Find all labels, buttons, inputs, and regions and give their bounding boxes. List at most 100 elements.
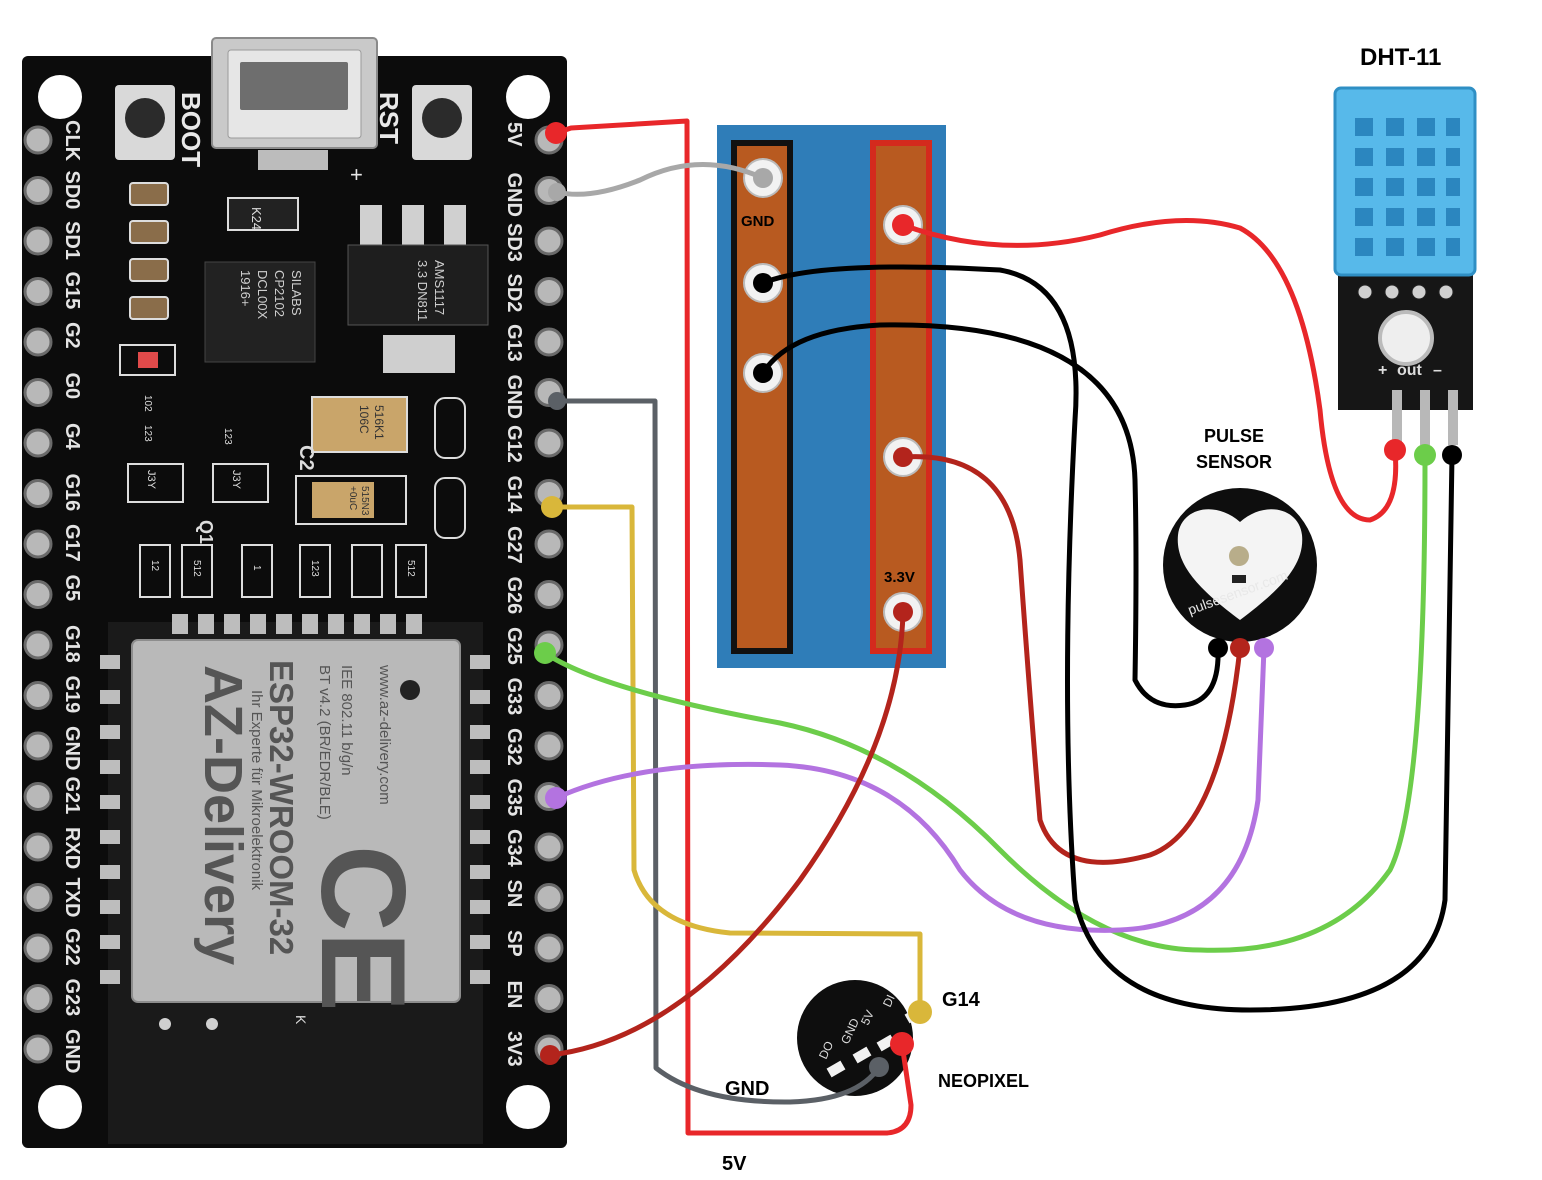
right-pin-label: G12 bbox=[503, 425, 525, 463]
left-pin-header: CLKSD0SD1G15G2G0G4G16G17G5G18G19GNDG21RX… bbox=[23, 120, 83, 1073]
wire-5v bbox=[553, 118, 914, 1136]
left-pin-label: SD1 bbox=[61, 221, 83, 260]
left-pin-hole bbox=[23, 277, 53, 306]
mount-hole bbox=[38, 75, 82, 119]
right-pin-hole bbox=[534, 277, 564, 306]
wire-g14 bbox=[549, 504, 923, 1013]
right-pin-hole bbox=[534, 529, 564, 559]
breadboard-gnd-label: GND bbox=[741, 213, 775, 230]
right-pin-label: G26 bbox=[503, 577, 525, 615]
neopixel-gnd-label: GND bbox=[725, 1078, 769, 1100]
neopixel-pin-5v: 5V bbox=[858, 1008, 877, 1027]
right-pin-label: SN bbox=[503, 880, 525, 908]
chip-usb-line2: CP2102 bbox=[272, 270, 287, 317]
r123b-label: 123 bbox=[222, 428, 233, 445]
usb-uart-chip bbox=[204, 261, 316, 363]
left-pin-label: CLK bbox=[61, 120, 83, 162]
neopixel-title: NEOPIXEL bbox=[938, 1071, 1029, 1091]
neopixel: DI 5V GND DO NEOPIXEL G14 GND 5V bbox=[722, 980, 1029, 1175]
left-pin-label: G19 bbox=[61, 676, 83, 714]
right-pin-label: G32 bbox=[503, 728, 525, 766]
j3y-2 bbox=[212, 463, 269, 503]
wire-3v3-pulse bbox=[900, 454, 1243, 865]
left-pin-label: G4 bbox=[61, 423, 83, 451]
module-name: ESP32-WROOM-32 bbox=[263, 660, 300, 955]
right-pin-hole bbox=[534, 933, 564, 963]
breadboard-3v3-label: 3.3V bbox=[884, 569, 915, 586]
chip-usb-line3: DCL00X bbox=[255, 270, 270, 319]
pulse-title-1: PULSE bbox=[1204, 426, 1264, 446]
neopixel-5v-label: 5V bbox=[722, 1153, 747, 1175]
left-pin-hole bbox=[23, 681, 53, 710]
left-pin-hole bbox=[23, 731, 53, 761]
right-pin-label: GND bbox=[503, 173, 525, 217]
right-pin-label: SD3 bbox=[503, 223, 525, 262]
cap-2 bbox=[295, 475, 407, 525]
mount-hole bbox=[506, 1085, 550, 1129]
left-pin-label: G16 bbox=[61, 474, 83, 512]
module-line3: www.az-delivery.com bbox=[376, 664, 393, 805]
cap2-line1: 515N3 bbox=[359, 486, 370, 516]
left-pin-hole bbox=[23, 529, 53, 559]
breadboard: GND 3.3V bbox=[717, 125, 946, 668]
left-pin-label: G18 bbox=[61, 625, 83, 663]
right-pin-hole bbox=[534, 883, 564, 912]
right-pin-label: GND bbox=[503, 375, 525, 419]
boot-label: BOOT bbox=[176, 92, 206, 167]
r102-label: 102 bbox=[142, 395, 153, 412]
r512b-label: 512 bbox=[405, 560, 416, 577]
j3y-1 bbox=[127, 463, 184, 503]
dht11-sensor: + out – DHT-11 bbox=[1333, 44, 1477, 445]
left-pin-label: G5 bbox=[61, 575, 83, 602]
left-pin-label: G0 bbox=[61, 373, 83, 400]
left-pin-label: GND bbox=[61, 1029, 83, 1073]
left-pin-hole bbox=[23, 832, 53, 862]
chip-usb-line4: 1916+ bbox=[238, 270, 253, 307]
c2-label: C2 bbox=[295, 445, 317, 471]
left-pin-hole bbox=[23, 933, 53, 963]
wire-gnd-neopixel bbox=[554, 398, 882, 1105]
pulse-title-2: SENSOR bbox=[1196, 452, 1272, 472]
left-pin-hole bbox=[23, 176, 53, 205]
dht-pin-out: out bbox=[1397, 362, 1423, 379]
dht-grille bbox=[1355, 118, 1460, 256]
left-pin-label: G23 bbox=[61, 979, 83, 1017]
j3y2-label: J3Y bbox=[230, 470, 242, 490]
right-pin-label: SD2 bbox=[503, 274, 525, 313]
r123a-label: 123 bbox=[142, 425, 153, 442]
module-brand-sub: Ihr Experte für Mikroelektronik bbox=[248, 690, 265, 891]
right-pin-hole bbox=[534, 226, 564, 256]
left-pin-label: G17 bbox=[61, 524, 83, 562]
dht-header-pads bbox=[1357, 284, 1454, 300]
neopixel-pin-di: DI bbox=[880, 992, 898, 1009]
cap-1 bbox=[311, 396, 408, 453]
right-pin-hole bbox=[534, 984, 564, 1013]
left-pin-label: RXD bbox=[61, 827, 83, 869]
left-pin-hole bbox=[23, 984, 53, 1013]
cap-3 bbox=[434, 397, 466, 459]
left-pin-hole bbox=[23, 782, 53, 811]
left-pin-hole bbox=[23, 630, 53, 660]
mount-hole bbox=[38, 1085, 82, 1129]
left-pin-label: G15 bbox=[61, 272, 83, 310]
mount-hole bbox=[506, 75, 550, 119]
ce-mark: CE bbox=[296, 845, 430, 1012]
cap-4 bbox=[434, 477, 466, 539]
right-pin-hole bbox=[534, 832, 564, 862]
wire-g35 bbox=[553, 645, 1267, 933]
r12-label: 12 bbox=[149, 560, 160, 572]
left-pin-label: G2 bbox=[61, 322, 83, 349]
neopixel-pin-do: DO bbox=[816, 1039, 836, 1061]
antenna-k: K bbox=[293, 1015, 309, 1025]
left-pin-hole bbox=[23, 883, 53, 912]
wire-terminals bbox=[534, 122, 1462, 1077]
wires bbox=[542, 118, 1455, 1136]
chip-usb-line1: SILABS bbox=[289, 270, 304, 316]
right-pin-hole bbox=[534, 681, 564, 710]
plus-mark: + bbox=[350, 162, 363, 187]
left-pin-hole bbox=[23, 580, 53, 609]
chip-reg-line1: AMS1117 bbox=[432, 260, 447, 315]
right-pin-label: 3V3 bbox=[503, 1031, 525, 1067]
r123c-label: 123 bbox=[309, 560, 320, 577]
